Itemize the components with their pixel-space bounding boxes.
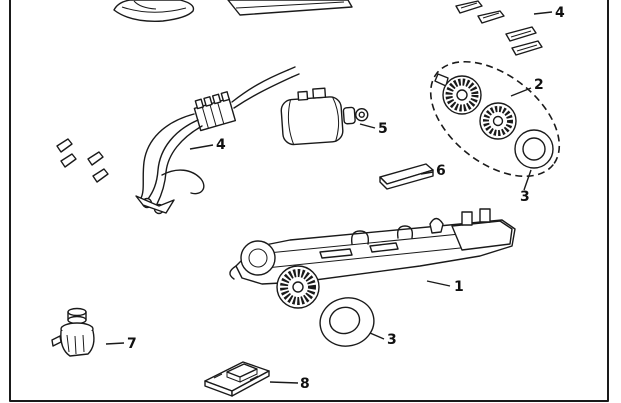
mount-plate-illustration <box>204 361 270 397</box>
leader-line-guide <box>105 342 125 345</box>
interior-panel-cutoff-illustration <box>227 0 353 16</box>
part-label-chassis: 1 <box>454 279 464 295</box>
motor-illustration <box>280 87 369 146</box>
part-label-contacts: 4 <box>555 5 565 21</box>
flat-plate-illustration <box>379 163 434 190</box>
leader-line-motor <box>359 123 376 129</box>
leader-line-plate <box>420 171 434 175</box>
contact-strips-illustration <box>455 0 543 56</box>
leader-line-chassis <box>426 280 451 287</box>
guide-assembly-illustration <box>51 307 95 357</box>
part-label-mount: 8 <box>300 376 310 392</box>
part-label-guide: 7 <box>127 336 137 352</box>
tire-illustration <box>319 297 375 347</box>
leader-line-wheel-set-tire <box>523 169 532 191</box>
leader-line-wiring <box>189 144 214 150</box>
body-shell-cutoff-illustration <box>113 0 195 22</box>
wiring-harness-illustration <box>135 66 300 215</box>
leader-line-wheel-set <box>510 87 532 97</box>
diagram-border <box>9 0 609 402</box>
chassis-illustration <box>229 208 516 309</box>
part-labels: 4 2 3 5 4 6 1 3 7 8 <box>127 5 565 392</box>
braid-clips-illustration <box>56 138 109 183</box>
leader-line-contacts <box>533 11 553 15</box>
part-label-wheel-set-tire: 3 <box>520 189 530 205</box>
wheel-set-illustration <box>429 60 561 178</box>
leader-lines <box>105 11 553 384</box>
part-label-wheel-set: 2 <box>534 77 544 93</box>
leader-line-mount <box>269 381 299 384</box>
part-label-tire: 3 <box>387 332 397 348</box>
part-label-plate: 6 <box>436 163 446 179</box>
leader-line-tire <box>369 332 385 340</box>
part-label-wiring: 4 <box>216 137 226 153</box>
part-label-motor: 5 <box>378 121 388 137</box>
